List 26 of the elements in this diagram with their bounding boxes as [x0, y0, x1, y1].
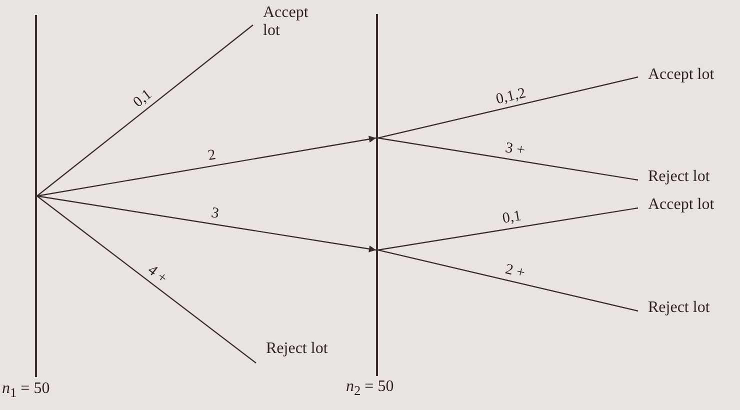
edge-label: 2 [206, 148, 217, 164]
outcome-label: Accept lot [263, 4, 325, 41]
outcome-label: Reject lot [266, 340, 328, 358]
sample-size-label: n$_{2}$ = 50 [346, 378, 394, 400]
outcome-label: Accept lot [648, 196, 740, 214]
outcome-label: Accept lot [648, 66, 740, 84]
stage-line [376, 14, 378, 376]
arrow [36, 136, 376, 197]
edge-label: 2 + [504, 262, 527, 282]
edge-label: 4 + [144, 262, 170, 287]
stage-line [35, 15, 37, 377]
edge-label: 0,1,2 [494, 86, 528, 108]
branch-line [36, 196, 256, 364]
edge-label: 3 + [504, 140, 526, 159]
edge-label: 3 [210, 206, 220, 222]
outcome-label: Reject lot [648, 168, 740, 186]
sample-size-label: n$_{1}$ = 50 [2, 380, 50, 402]
edge-label: 0,1 [501, 209, 522, 228]
branch-line [36, 24, 254, 196]
edge-label: 0,1 [131, 88, 156, 111]
branch-line [378, 76, 638, 139]
branch-line [378, 249, 638, 312]
outcome-label: Reject lot [648, 299, 740, 318]
branch-line [378, 137, 638, 181]
branch-line [378, 207, 638, 251]
arrow [36, 195, 376, 252]
